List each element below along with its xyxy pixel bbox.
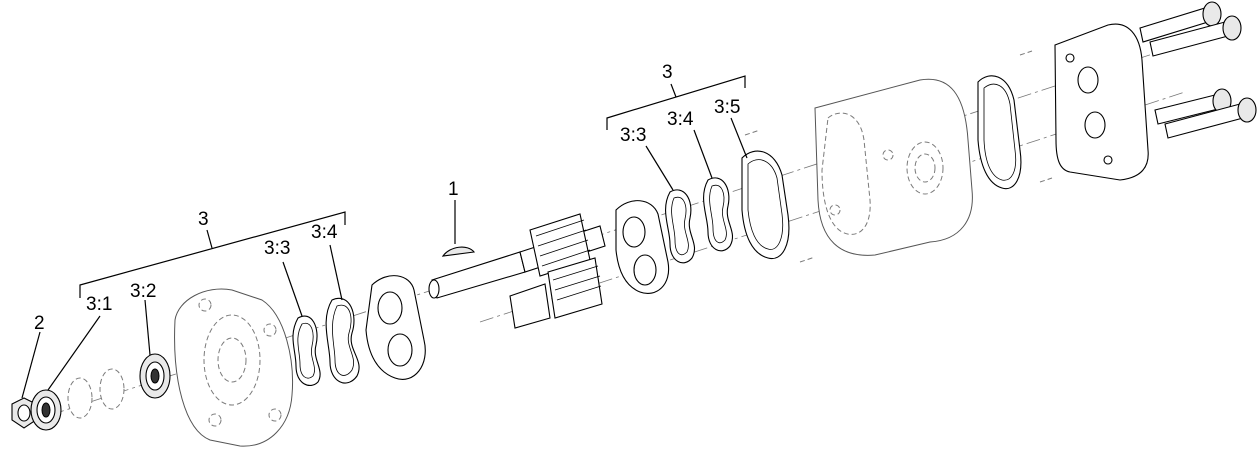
o-ring-part	[741, 150, 790, 260]
dowel-pins	[744, 50, 1053, 263]
group-bracket-left	[79, 211, 346, 298]
ghost-washers	[67, 368, 125, 419]
label-item-3-1: 3:1	[86, 294, 112, 315]
label-item-3-5: 3:5	[714, 97, 740, 118]
label-item-1: 1	[448, 179, 459, 200]
bolts-part	[1139, 1, 1257, 139]
thrust-plate-right-part	[615, 200, 670, 294]
seal-right-part	[703, 177, 734, 252]
label-item-3-3-right: 3:3	[620, 125, 646, 146]
label-item-2: 2	[34, 313, 45, 334]
gasket-left-part	[292, 315, 321, 386]
pump-body-part	[814, 78, 973, 256]
rear-cover-part	[1054, 23, 1149, 181]
label-group-3-left: 3	[198, 209, 209, 230]
callout-labels: 2 3:1 3:2 3 3:3 3:4 1 3 3:3 3:4 3:5	[34, 62, 740, 334]
shaft-seal-part	[30, 389, 62, 431]
label-item-3-2: 3:2	[130, 281, 156, 302]
hex-nut-part	[11, 397, 37, 429]
bushing-part	[139, 353, 171, 399]
rear-o-ring-part	[977, 75, 1022, 190]
leader-lines	[21, 117, 748, 399]
seal-left-part	[325, 297, 360, 384]
label-group-3-right: 3	[662, 62, 673, 83]
group-bracket-right	[606, 75, 746, 130]
label-item-3-4-left: 3:4	[311, 222, 338, 243]
gasket-right-part	[665, 189, 696, 264]
label-item-3-4-right: 3:4	[667, 109, 694, 130]
driven-gear-part	[509, 257, 603, 329]
label-item-3-3-left: 3:3	[264, 238, 290, 259]
front-cover-part	[174, 288, 293, 447]
thrust-plate-left-part	[365, 275, 426, 380]
woodruff-key-part	[441, 246, 476, 257]
